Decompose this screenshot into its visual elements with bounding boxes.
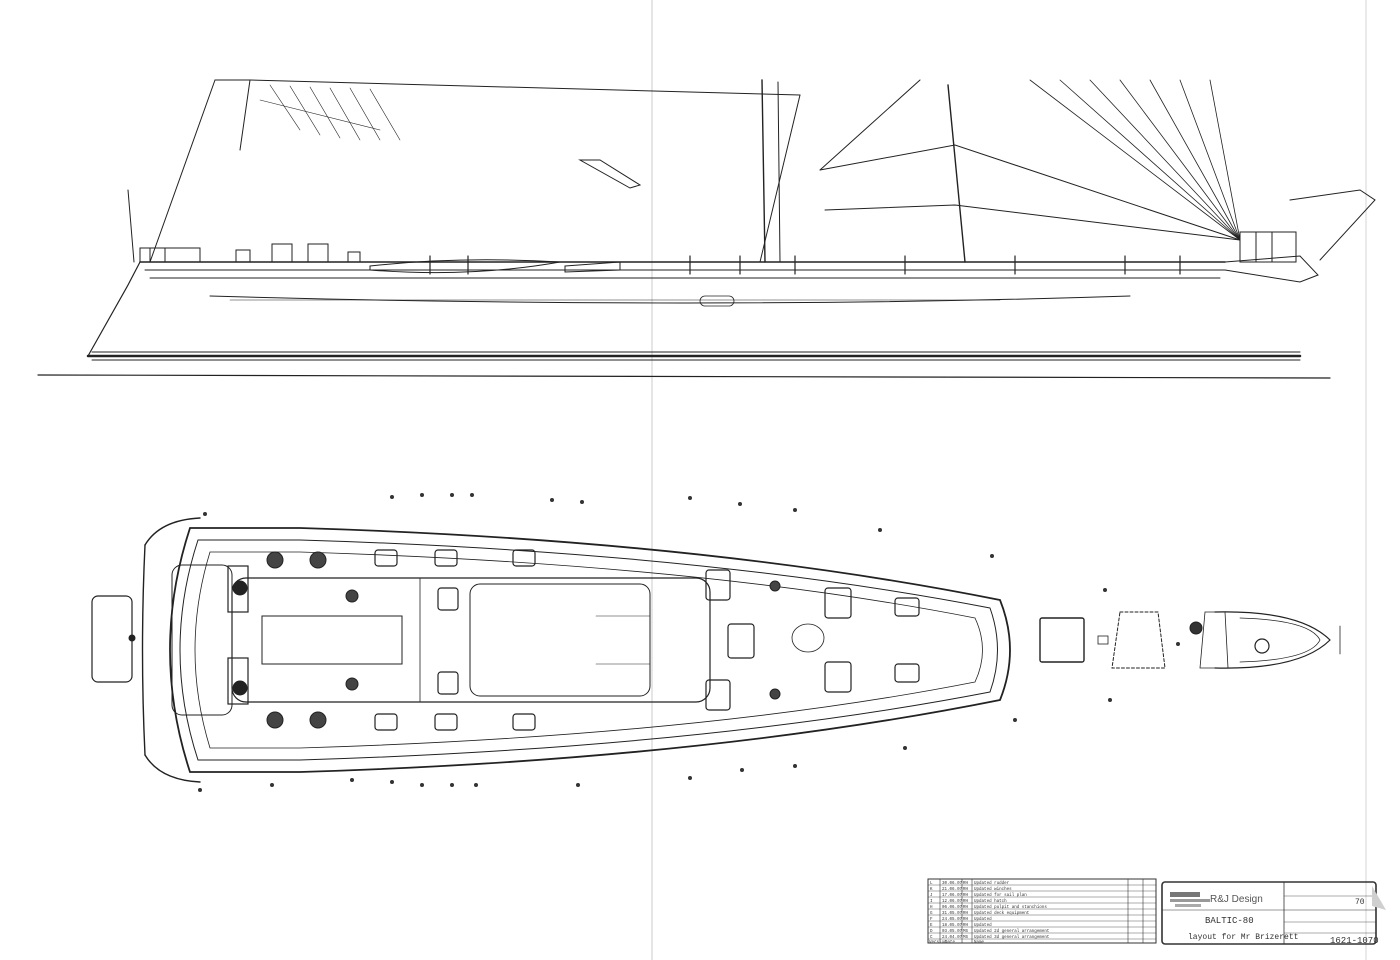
rev-code: E [930, 924, 933, 928]
rev-initials: RH [963, 888, 969, 892]
rev-description: Updated deck equipment [974, 911, 1030, 916]
rev-code: J [930, 894, 933, 898]
footer-date: Date [945, 941, 956, 945]
rev-date: 06.06.07 [942, 906, 963, 910]
rev-code: I [930, 900, 933, 904]
rev-date: 18.05.07 [942, 924, 963, 928]
rev-description: Updated winches [974, 887, 1012, 892]
rev-date: 12.06.07 [942, 900, 963, 904]
rev-description: Updated pulpit and stanchions [974, 905, 1047, 910]
winch-icon [266, 551, 781, 729]
rev-description: Updated [974, 917, 992, 922]
footer-version: Version [929, 940, 947, 945]
rev-date: 21.06.07 [942, 888, 963, 892]
rev-code: F [930, 918, 933, 922]
rev-initials: RH [963, 906, 969, 910]
rev-date: 17.06.07 [942, 894, 963, 898]
rev-date: 24.05.07 [942, 918, 963, 922]
rev-code: H [930, 906, 933, 910]
drawing-title: layout for Mr Brizerett [1188, 933, 1298, 942]
project-name: BALTIC-80 [1205, 916, 1254, 926]
rev-date: 24.04.07 [942, 936, 963, 940]
rev-code: C [930, 936, 933, 940]
rev-description: Updated hatch [974, 899, 1007, 904]
helm-station [227, 565, 249, 705]
rev-date: 31.05.07 [942, 912, 963, 916]
north-arrow-icon [1372, 886, 1386, 910]
sheet-number: 70 [1355, 898, 1365, 907]
rev-initials: RH [963, 894, 969, 898]
rev-date: 30.06.07 [942, 882, 963, 886]
rev-code: K [930, 888, 933, 892]
rev-description: Updated rudder [974, 881, 1010, 886]
rev-initials: RH [963, 924, 969, 928]
footer-name: Name [974, 941, 985, 945]
profile-view [37, 79, 1376, 379]
company-logo [1170, 892, 1210, 907]
title-block: L 30.06.07 RH Updated rudder K 21.06.07 … [927, 878, 1386, 946]
rev-description: Updated 3d general arrangement [974, 935, 1050, 940]
rev-code: L [930, 882, 933, 886]
rev-date: 03.05.07 [942, 930, 963, 934]
revision-table [927, 878, 1157, 944]
company-name: R&J Design [1210, 894, 1263, 905]
rev-initials: RH [963, 882, 969, 886]
drawing-number: 1621-1070 [1330, 936, 1379, 946]
rev-initials: MS [963, 930, 969, 934]
rev-code: D [930, 930, 933, 934]
rev-initials: RH [963, 912, 969, 916]
rev-code: G [930, 912, 933, 916]
rev-initials: RH [963, 918, 969, 922]
rev-description: Updated for sail plan [974, 893, 1027, 898]
rev-initials: RH [963, 900, 969, 904]
rev-description: Updated 2d general arrangement [974, 929, 1050, 934]
rev-description: Updated [974, 923, 992, 928]
deck-plan-view [91, 493, 1341, 792]
hatch-icon [374, 549, 1085, 731]
rev-initials: MS [963, 936, 969, 940]
